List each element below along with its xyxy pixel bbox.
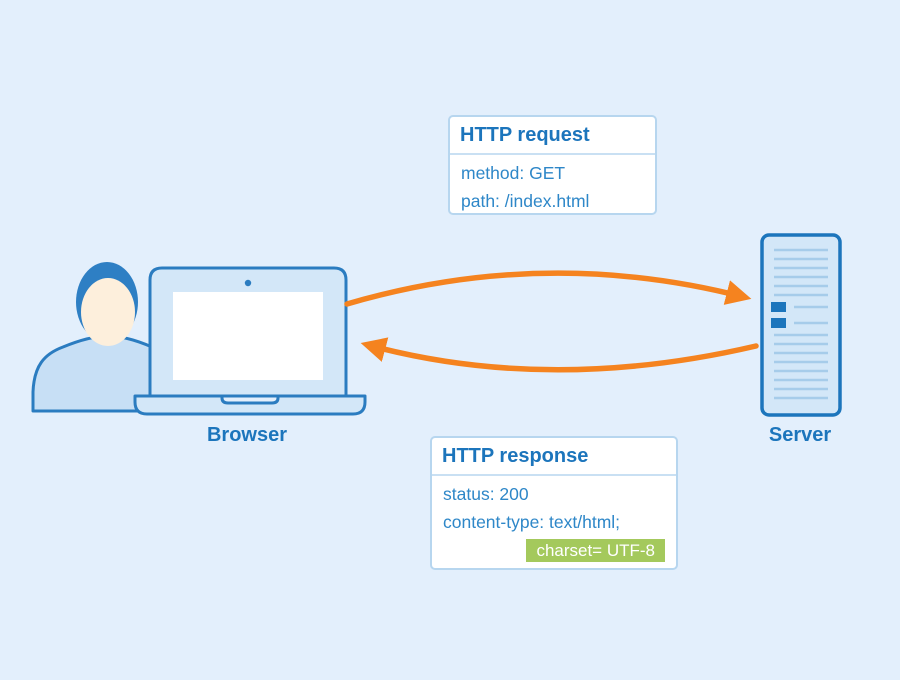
- response-status-line: status: 200: [443, 484, 529, 504]
- http-response-card: HTTP response status: 200 content-type: …: [430, 436, 678, 570]
- arrow-right-icon: [344, 270, 752, 307]
- laptop-icon: [133, 266, 367, 416]
- laptop-base: [133, 394, 367, 416]
- server-led-square-1: [771, 302, 786, 312]
- request-path-line: path: /index.html: [461, 191, 590, 211]
- charset-highlight-badge: charset= UTF-8: [526, 539, 665, 562]
- server-lines: [774, 248, 828, 400]
- http-request-body: method: GET path: /index.html: [450, 155, 655, 221]
- response-content-type-line: content-type: text/html;: [443, 512, 621, 532]
- http-request-title: HTTP request: [450, 117, 655, 155]
- server-label: Server: [768, 424, 832, 446]
- http-response-body: status: 200 content-type: text/html; cha…: [432, 476, 676, 568]
- person-torso: [31, 334, 155, 413]
- request-method-line: method: GET: [461, 163, 566, 183]
- server-led-square-2: [771, 318, 786, 328]
- browser-label: Browser: [206, 424, 288, 446]
- laptop-screen: [173, 292, 323, 380]
- http-response-title: HTTP response: [432, 438, 676, 476]
- laptop-camera-dot: [244, 279, 252, 287]
- server-icon: [760, 233, 842, 417]
- person-face: [81, 278, 135, 346]
- http-request-card: HTTP request method: GET path: /index.ht…: [448, 115, 657, 215]
- arrow-left-icon: [360, 337, 759, 373]
- person-icon: [31, 262, 155, 413]
